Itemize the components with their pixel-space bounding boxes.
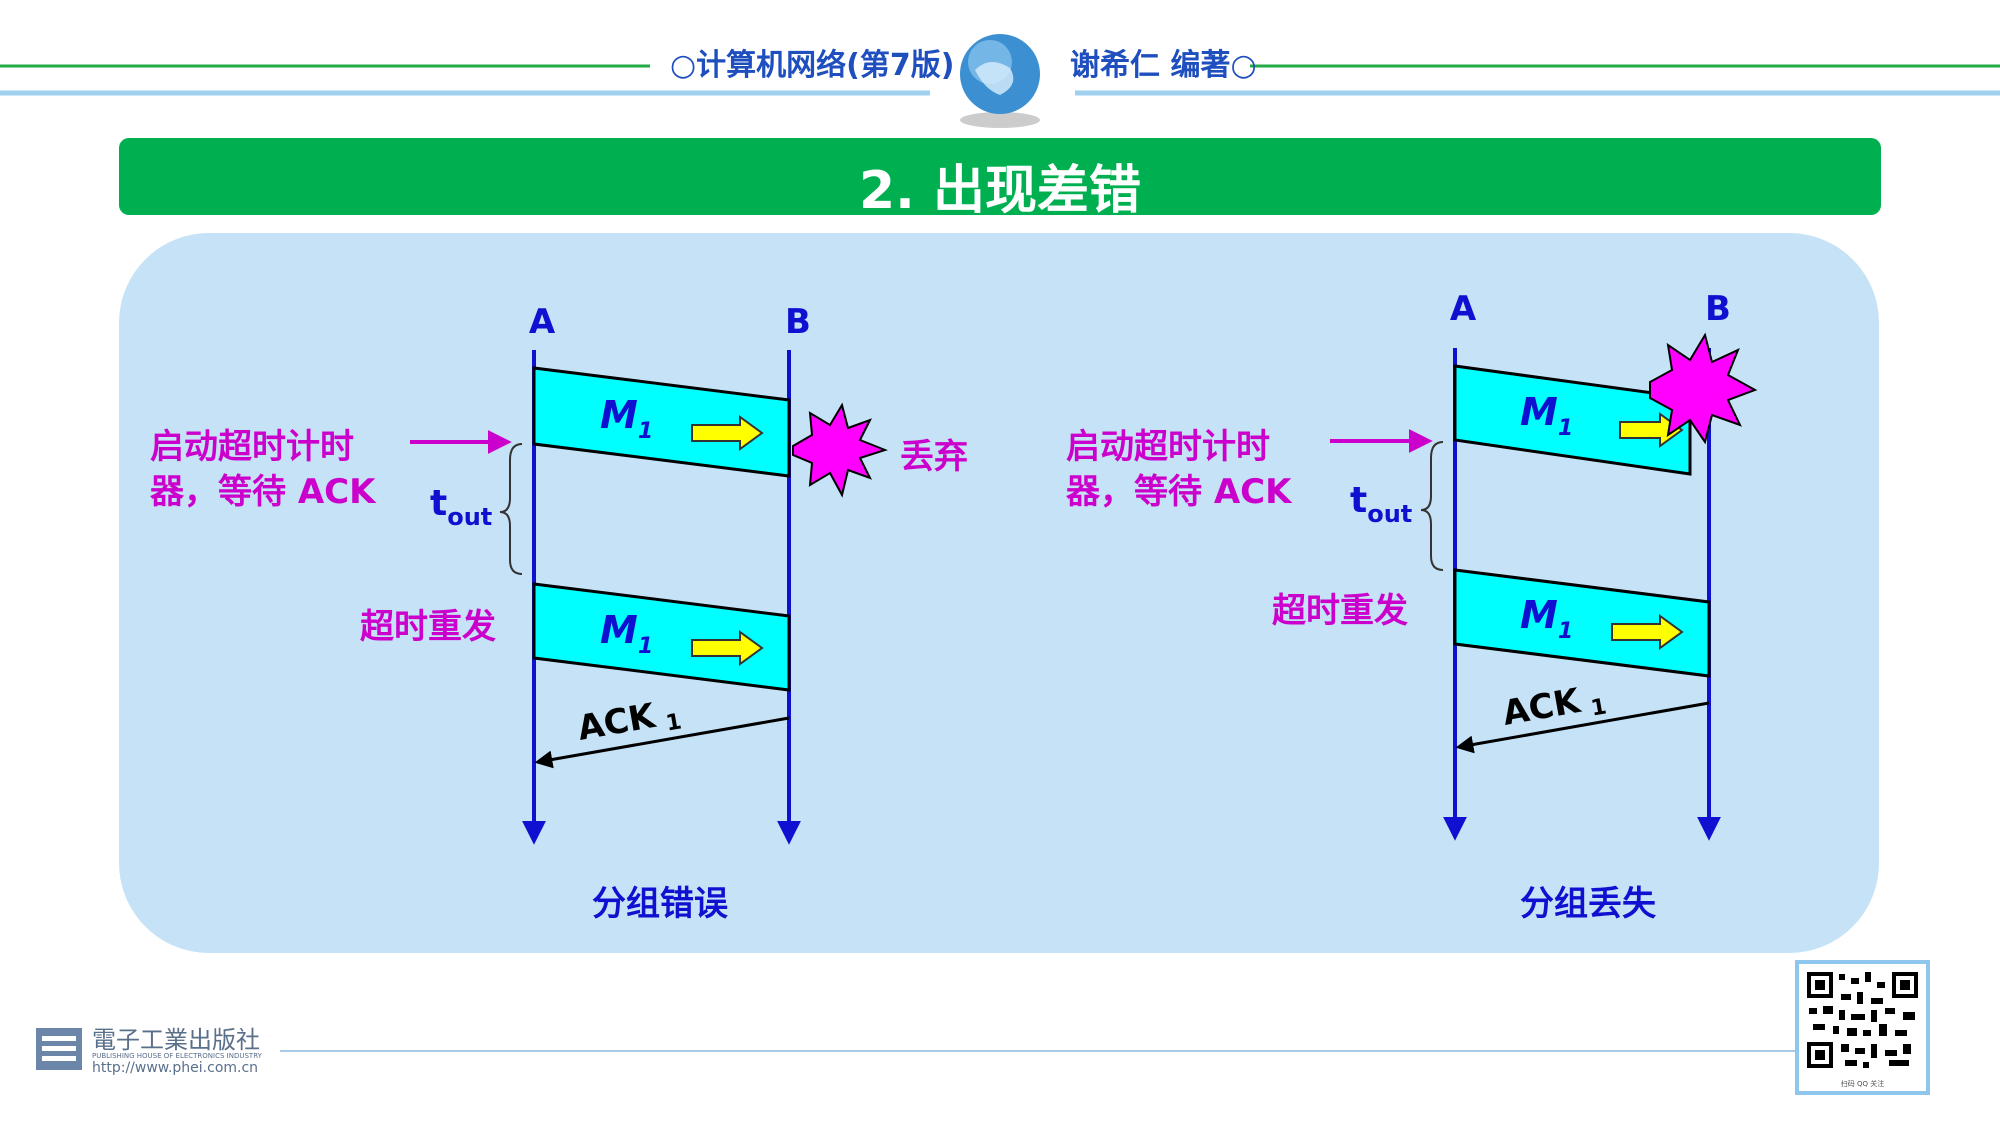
timer-label-line1: 启动超时计时 (1066, 427, 1270, 467)
tout-label: tout (430, 483, 492, 531)
qr-pattern-icon (1807, 972, 1918, 1068)
diagram-packet-error: A B M1 丢弃 启动超时计时 器，等待 ACK tout 超时重发 M1 A… (150, 302, 968, 924)
footer-divider (280, 1050, 1800, 1052)
publisher-emblem-icon (36, 1028, 82, 1070)
timeout-brace (1420, 441, 1444, 571)
send-arrow-icon (691, 630, 764, 666)
publisher-name: 電子工業出版社 (92, 1026, 260, 1054)
qr-code: 扫码 QQ 关注 (1795, 960, 1930, 1095)
globe-icon (960, 34, 1040, 128)
book-title: ○计算机网络(第7版) (670, 48, 955, 83)
timer-label-line1: 启动超时计时 (150, 427, 354, 467)
loss-burst-icon (1649, 332, 1758, 445)
slide-title-bar: 2. 出现差错 (119, 138, 1881, 221)
frame-m1-retransmit-label: M1 (600, 608, 653, 659)
retransmit-label: 超时重发 (1272, 591, 1408, 631)
send-arrow-icon (691, 415, 764, 451)
timer-label-line2: 器，等待 ACK (150, 472, 377, 512)
frame-m1-label: M1 (1520, 390, 1573, 441)
frame-m1 (532, 366, 791, 478)
publisher-url: http://www.phei.com.cn (92, 1060, 259, 1076)
ack-arrow (534, 716, 790, 769)
qr-caption: 扫码 QQ 关注 (1840, 1080, 1885, 1088)
frame-m1-retransmit (532, 582, 791, 692)
slide-title: 2. 出现差错 (858, 161, 1142, 221)
host-a-label: A (1450, 289, 1477, 329)
author-name: 谢希仁 编著○ (1070, 48, 1257, 83)
frame-m1-retransmit (1453, 568, 1711, 678)
host-a-label: A (529, 302, 556, 342)
timeout-brace (499, 443, 523, 575)
ack-arrow (1455, 701, 1710, 754)
caption-packet-error: 分组错误 (592, 884, 728, 924)
frame-m1-retransmit-label: M1 (1520, 593, 1573, 644)
frame-m1-lost (1453, 364, 1692, 476)
send-arrow-icon (1611, 614, 1684, 650)
timer-label-line2: 器，等待 ACK (1066, 472, 1293, 512)
header-decoration (0, 34, 2000, 128)
retransmit-label: 超时重发 (360, 607, 496, 647)
host-b-label: B (1705, 289, 1731, 329)
error-burst-icon (792, 402, 888, 498)
discard-label: 丢弃 (900, 437, 968, 477)
send-arrow-icon (1619, 412, 1684, 448)
frame-m1-label: M1 (600, 393, 653, 444)
tout-label: tout (1350, 480, 1412, 528)
host-b-label: B (785, 302, 811, 342)
publisher-english-name: PUBLISHING HOUSE OF ELECTRONICS INDUSTRY (92, 1052, 262, 1060)
publisher-logo: 電子工業出版社 PUBLISHING HOUSE OF ELECTRONICS … (34, 1020, 284, 1076)
caption-packet-loss: 分组丢失 (1520, 884, 1657, 924)
